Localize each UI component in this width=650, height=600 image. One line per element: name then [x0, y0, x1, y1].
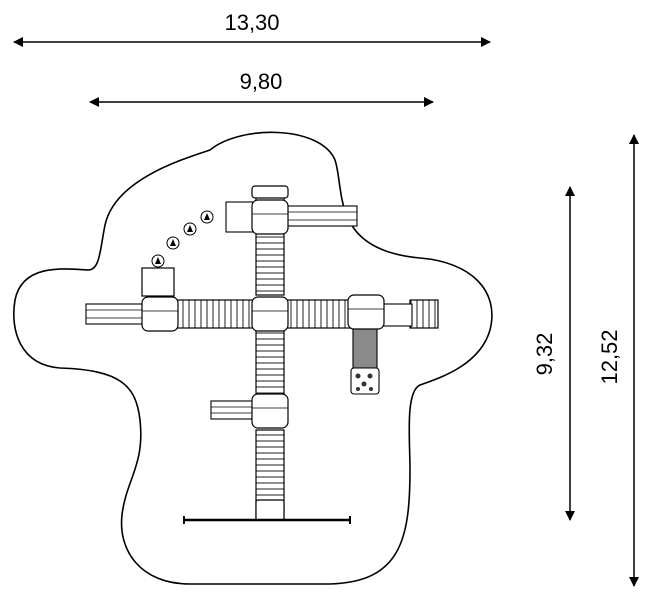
tower-bottom [255, 499, 285, 521]
tower-right [347, 294, 385, 330]
ladder-far-right [409, 299, 439, 329]
dimension-structure-width-label: 9,80 [240, 69, 283, 94]
dimension-structure-width: 9,80 [89, 69, 434, 107]
slide-left [85, 303, 147, 325]
dimension-overall-depth: 12,52 [597, 134, 639, 587]
tower-center [251, 296, 289, 332]
dimension-structure-depth: 9,32 [532, 186, 575, 521]
dimension-overall-width-label: 13,30 [224, 10, 279, 35]
dimension-structure-depth-label: 9,32 [532, 333, 557, 376]
dimension-overall-depth-label: 12,52 [597, 329, 622, 384]
stepping-stone-icon [151, 254, 165, 268]
tower-left [141, 296, 179, 332]
climbing-wall [350, 367, 380, 395]
tower-lower [251, 393, 289, 429]
stepping-stones [151, 210, 214, 268]
stepping-stone-icon [183, 222, 197, 236]
bridge-vertical-middle [255, 329, 285, 396]
climbing-ramp [352, 327, 378, 369]
safety-area-outline [13, 131, 493, 585]
slide-right [381, 303, 413, 327]
slide-top-right [225, 201, 358, 233]
play-structure [85, 185, 439, 524]
tower-left-roof [141, 267, 175, 297]
stepping-stone-icon [200, 210, 214, 224]
stepping-stone-icon [166, 236, 180, 250]
dimension-overall-width: 13,30 [13, 10, 491, 47]
bridge-horizontal-right [286, 299, 353, 329]
tower-upper [251, 199, 289, 235]
bridge-horizontal-left [174, 299, 256, 329]
slide-lower-left [210, 400, 258, 420]
tower-top [251, 185, 289, 199]
